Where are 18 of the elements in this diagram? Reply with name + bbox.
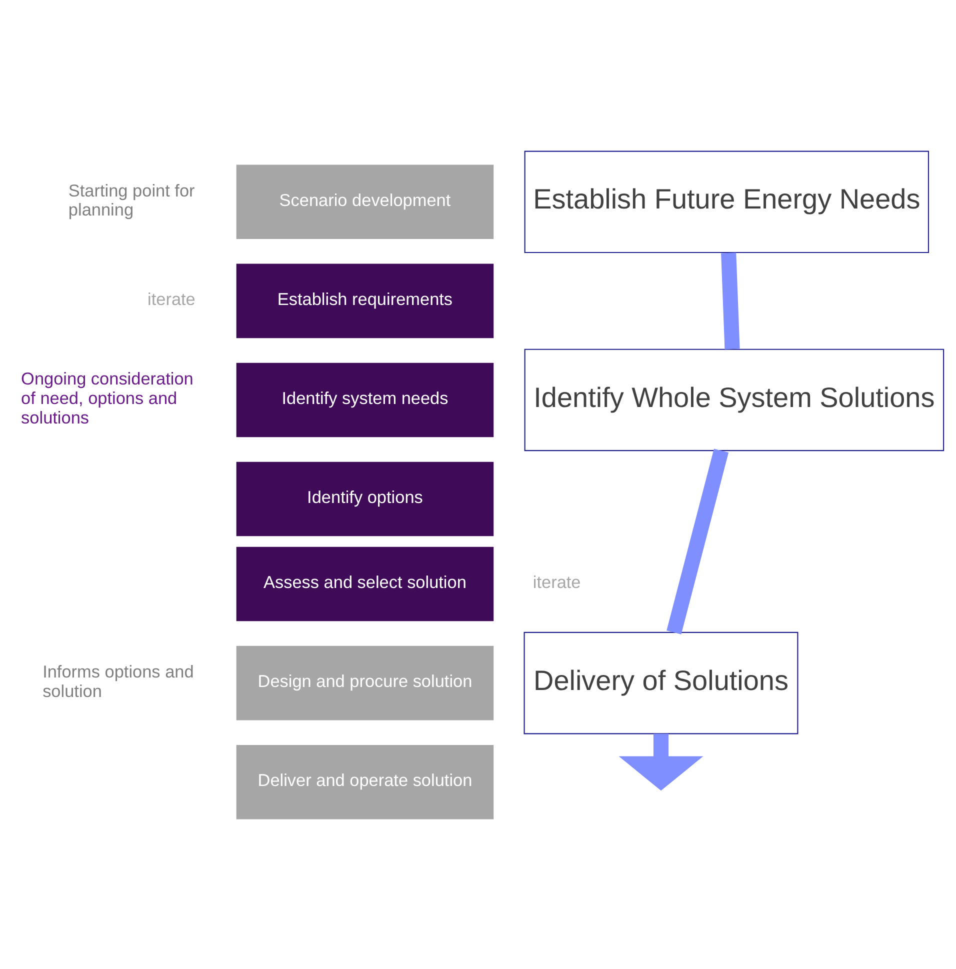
label: Ongoing consideration of need, options and solutions: [21, 368, 194, 427]
label: iterate: [148, 288, 196, 309]
node-box: Assess and select solution: [236, 546, 494, 621]
connector: [721, 252, 740, 349]
node-box: Identify options: [236, 461, 494, 536]
arrow: [618, 733, 704, 790]
node-box: Identify system needs: [236, 362, 494, 437]
node-box: Design and procure solution: [236, 645, 494, 720]
node-box: Scenario development: [236, 164, 494, 239]
node-box: Identify Whole System Solutions: [524, 348, 944, 451]
node-box: Deliver and operate solution: [236, 744, 494, 819]
node-box: Establish requirements: [236, 263, 494, 338]
connector: [666, 448, 729, 634]
label: Starting point for planning: [68, 180, 195, 220]
node-box: Delivery of Solutions: [524, 631, 798, 734]
node-box: Establish Future Energy Needs: [524, 150, 930, 253]
label: iterate: [532, 572, 581, 592]
label: Informs options and solution: [42, 660, 194, 700]
